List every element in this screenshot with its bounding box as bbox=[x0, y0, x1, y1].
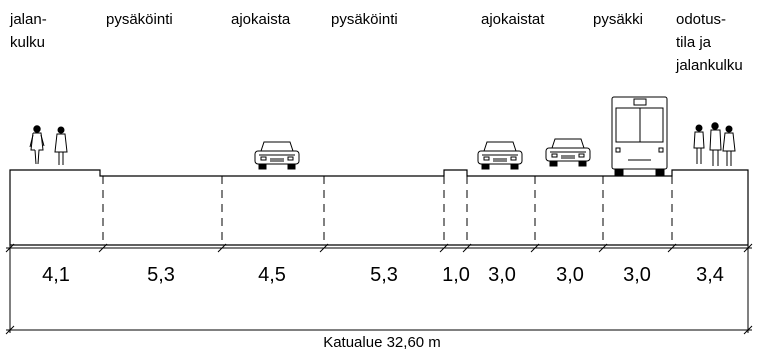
width-value: 5,3 bbox=[147, 264, 175, 286]
width-value: 3,0 bbox=[556, 264, 584, 286]
header-jalankulku: jalan- kulku bbox=[10, 11, 47, 51]
header-pysakointi-1: pysäköinti bbox=[106, 11, 173, 28]
header-pysakki: pysäkki bbox=[593, 11, 644, 28]
segment-ticks bbox=[5, 243, 753, 253]
total-width-label: Katualue 32,60 m bbox=[323, 334, 441, 351]
width-value: 3,4 bbox=[696, 264, 724, 286]
width-value: 4,5 bbox=[258, 264, 286, 286]
width-value: 3,0 bbox=[488, 264, 516, 286]
width-value: 1,0 bbox=[442, 264, 470, 286]
width-value: 5,3 bbox=[370, 264, 398, 286]
pedestrian-icon bbox=[29, 125, 68, 165]
car-icon bbox=[254, 141, 300, 170]
width-value: 3,0 bbox=[623, 264, 651, 286]
street-profile-outline bbox=[9, 169, 749, 246]
header-pysakointi-2: pysäköinti bbox=[331, 11, 398, 28]
width-value: 4,1 bbox=[42, 264, 70, 286]
car-icon bbox=[477, 141, 523, 170]
header-odotustila: odotus- tila ja jalankulku bbox=[676, 11, 743, 74]
header-ajokaista: ajokaista bbox=[231, 11, 291, 28]
lane-dividers bbox=[102, 176, 673, 245]
bus-icon bbox=[611, 96, 668, 176]
car-icon bbox=[545, 138, 591, 167]
header-ajokaistat: ajokaistat bbox=[481, 11, 545, 28]
pedestrian-group-icon bbox=[693, 122, 736, 166]
